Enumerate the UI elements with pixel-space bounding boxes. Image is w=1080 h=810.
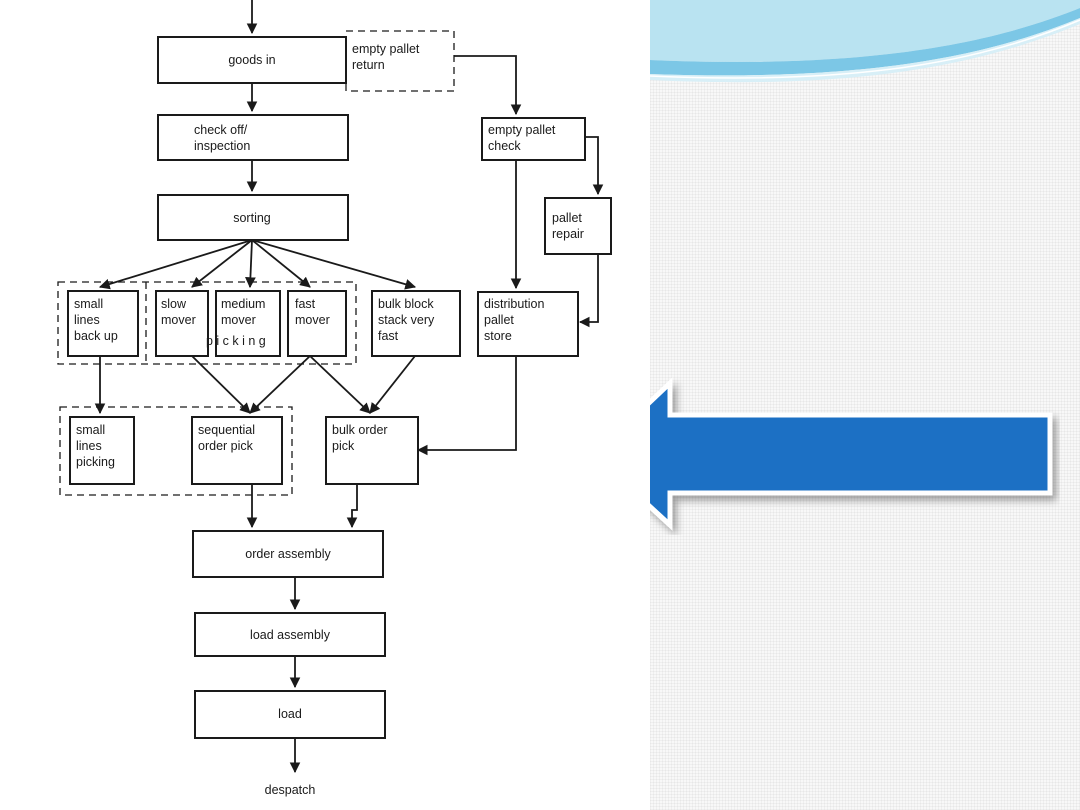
medium-mover-line-1: medium xyxy=(221,297,265,311)
storage-group-outline xyxy=(57,281,357,365)
left-arrow-icon xyxy=(590,377,1053,531)
node-load-assembly: load assembly xyxy=(194,612,386,657)
check-off-line-2: inspection xyxy=(194,139,250,153)
node-bulk-order-pick: bulk order pick xyxy=(325,416,419,485)
pallet-repair-line-2: repair xyxy=(552,227,584,241)
small-lines-back-up-line-2: lines xyxy=(74,313,100,327)
sequential-order-pick-line-1: sequential xyxy=(198,423,255,437)
swoosh-band-light xyxy=(650,0,1080,62)
node-sequential-order-pick: sequential order pick xyxy=(191,416,283,485)
small-lines-back-up-line-1: small xyxy=(74,297,103,311)
swoosh-band-mid xyxy=(650,8,1080,76)
right-background-panel xyxy=(650,0,1080,810)
node-medium-mover: medium mover xyxy=(215,290,281,357)
picking-group-outline xyxy=(59,406,293,496)
empty-pallet-check-line-2: check xyxy=(488,139,521,153)
node-empty-pallet-return: empty pallet return xyxy=(352,42,420,72)
warehouse-flow-diagram: goods in empty pallet return check off/ … xyxy=(57,0,612,797)
slow-mover-line-2: mover xyxy=(161,313,196,327)
swoosh-decoration-icon xyxy=(649,0,1080,83)
sequential-order-pick-line-2: order pick xyxy=(198,439,254,453)
arrow-shape xyxy=(590,377,1053,531)
picking-group-label: p i c k i n g xyxy=(206,334,266,348)
load-label: load xyxy=(278,707,302,721)
small-lines-back-up-line-3: back up xyxy=(74,329,118,343)
despatch-label: despatch xyxy=(265,783,316,797)
node-distribution-pallet-store: distribution pallet store xyxy=(477,291,579,357)
node-pallet-repair: pallet repair xyxy=(544,197,612,255)
distribution-pallet-store-line-3: store xyxy=(484,329,512,343)
distribution-pallet-store-line-1: distribution xyxy=(484,297,544,311)
pallet-repair-line-1: pallet xyxy=(552,211,582,225)
order-assembly-label: order assembly xyxy=(245,547,331,561)
node-empty-pallet-check: empty pallet check xyxy=(481,117,586,161)
empty-pallet-return-line-1: empty pallet xyxy=(352,42,420,56)
slow-mover-line-1: slow xyxy=(161,297,187,311)
goods-in-label: goods in xyxy=(228,53,275,67)
small-lines-picking-line-1: small xyxy=(76,423,105,437)
sorting-label: sorting xyxy=(233,211,271,225)
node-bulk-block: bulk block stack very fast xyxy=(371,290,461,357)
node-fast-mover: fast mover xyxy=(287,290,347,357)
node-sorting: sorting xyxy=(157,194,349,241)
fast-mover-line-1: fast xyxy=(295,297,316,311)
small-lines-picking-line-2: lines xyxy=(76,439,102,453)
connector-lines xyxy=(94,0,604,774)
node-check-off-inspection: check off/ inspection xyxy=(157,114,349,161)
node-slow-mover: slow mover xyxy=(155,290,209,357)
small-lines-picking-line-3: picking xyxy=(76,455,115,469)
node-small-lines-picking: small lines picking xyxy=(69,416,135,485)
bulk-order-pick-line-2: pick xyxy=(332,439,355,453)
bulk-block-line-2: stack very xyxy=(378,313,435,327)
bulk-order-pick-line-1: bulk order xyxy=(332,423,388,437)
distribution-pallet-store-line-2: pallet xyxy=(484,313,514,327)
node-goods-in: goods in xyxy=(157,36,347,84)
fast-mover-line-2: mover xyxy=(295,313,330,327)
medium-mover-line-2: mover xyxy=(221,313,256,327)
check-off-line-1: check off/ xyxy=(194,123,248,137)
node-load: load xyxy=(194,690,386,739)
load-assembly-label: load assembly xyxy=(250,628,331,642)
node-small-lines-back-up: small lines back up xyxy=(67,290,139,357)
bulk-block-line-3: fast xyxy=(378,329,399,343)
node-order-assembly: order assembly xyxy=(192,530,384,578)
empty-pallet-return-line-2: return xyxy=(352,58,385,72)
bulk-block-line-1: bulk block xyxy=(378,297,434,311)
swoosh-highlight xyxy=(649,19,1080,79)
empty-pallet-check-line-1: empty pallet xyxy=(488,123,556,137)
